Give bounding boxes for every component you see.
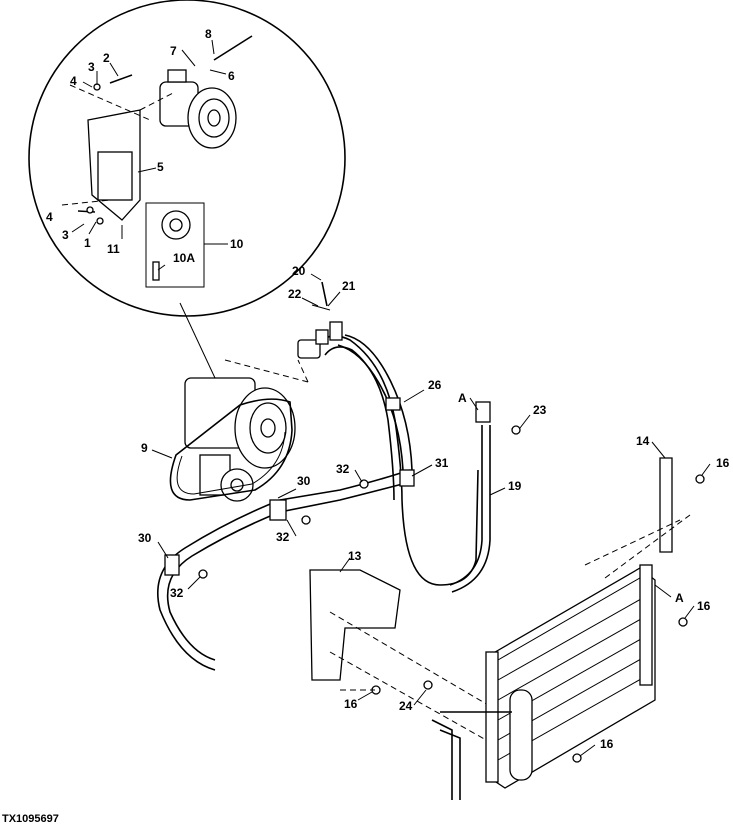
callout-24: 24	[399, 699, 413, 713]
detail-view-circle	[28, 0, 346, 379]
callout-14: 14	[636, 434, 650, 448]
callout-16: 16	[697, 599, 711, 613]
detail-callout-leaders	[71, 39, 228, 271]
callout-1: 1	[84, 236, 91, 250]
callout-A: A	[675, 591, 684, 605]
callout-22: 22	[288, 287, 302, 301]
callout-A: A	[458, 391, 467, 405]
callout-30: 30	[297, 474, 311, 488]
callout-3: 3	[88, 60, 95, 74]
callout-8: 8	[205, 27, 212, 41]
callout-32: 32	[336, 462, 350, 476]
callout-16: 16	[600, 737, 614, 751]
suction-hose	[337, 334, 413, 471]
callout-7: 7	[170, 44, 177, 58]
callout-30: 30	[138, 531, 152, 545]
callout-13: 13	[348, 549, 362, 563]
callout-20: 20	[292, 264, 306, 278]
main-callout-leaders	[151, 273, 711, 757]
callout-16: 16	[344, 697, 358, 711]
callout-labels: 1 2 3 3 4 4 5 6 7 8 9 10 10A 11 13 14 16…	[46, 27, 730, 751]
callout-4: 4	[46, 210, 53, 224]
callout-3: 3	[62, 228, 69, 242]
callout-21: 21	[342, 279, 356, 293]
callout-2: 2	[103, 51, 110, 65]
hose-19	[449, 425, 491, 593]
callout-11: 11	[107, 242, 120, 256]
idler-pulley-box	[145, 202, 205, 288]
drive-belt	[169, 398, 293, 501]
long-hose-30	[156, 469, 411, 671]
callout-5: 5	[157, 160, 164, 174]
callout-10: 10	[230, 237, 244, 251]
callout-9: 9	[141, 441, 148, 455]
main-bolts	[198, 281, 705, 763]
compressor-port-dash-2	[297, 359, 309, 383]
callout-10A: 10A	[173, 251, 195, 265]
main-compressor	[184, 377, 296, 502]
bracket-13	[309, 569, 501, 746]
callout-31: 31	[435, 456, 449, 470]
callout-32: 32	[170, 586, 184, 600]
callout-6: 6	[228, 69, 235, 83]
callout-23: 23	[533, 403, 547, 417]
detail-mount-bracket	[61, 84, 176, 221]
callout-26: 26	[428, 378, 442, 392]
callout-4: 4	[70, 74, 77, 88]
figure-id: TX1095697	[2, 813, 59, 825]
receiver-dryer	[431, 689, 533, 800]
bracket-14	[584, 457, 691, 579]
discharge-hose	[314, 335, 479, 586]
callout-19: 19	[508, 479, 522, 493]
detail-compressor	[159, 69, 237, 149]
compressor-port-dash	[224, 359, 309, 383]
hose-fittings	[164, 321, 491, 576]
callout-32: 32	[276, 530, 290, 544]
callout-16: 16	[716, 456, 730, 470]
